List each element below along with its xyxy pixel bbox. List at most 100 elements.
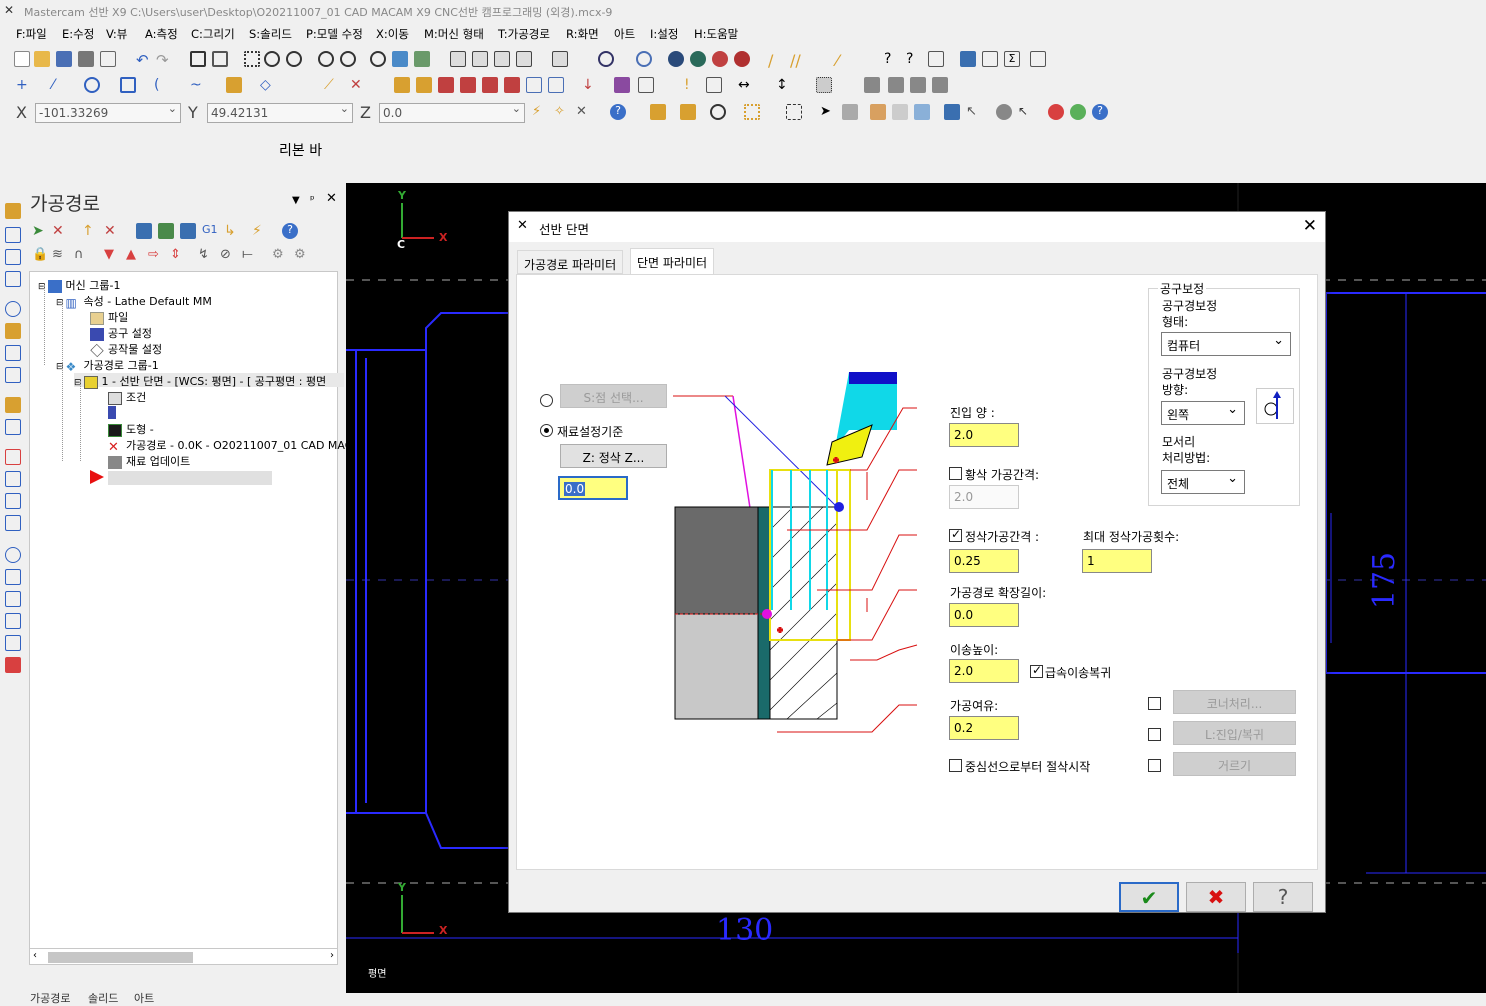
lead-inout-checkbox[interactable] — [1148, 728, 1161, 741]
tree-properties[interactable]: ⊟▥속성 - Lathe Default MM — [56, 295, 212, 310]
strip-tool-7-icon[interactable] — [5, 345, 21, 361]
view-icon[interactable] — [414, 51, 430, 67]
corner-break-button[interactable]: 코너처리... — [1173, 690, 1296, 714]
filter-button[interactable]: 거르기 — [1173, 752, 1296, 776]
array-icon[interactable] — [614, 77, 630, 93]
center-start-checkbox[interactable] — [949, 759, 962, 772]
globe-icon[interactable] — [598, 51, 614, 67]
list-icon[interactable] — [982, 51, 998, 67]
menu-edit[interactable]: E:수정 — [62, 27, 95, 41]
toggle-display-icon[interactable]: ≋ — [52, 247, 63, 262]
strip-tool-6-icon[interactable] — [5, 323, 21, 339]
menu-help[interactable]: H:도움말 — [694, 27, 739, 41]
pencil-icon[interactable]: / — [768, 51, 774, 70]
select-all-icon[interactable] — [650, 104, 666, 120]
hidden-icon[interactable] — [734, 51, 750, 67]
point-select-button[interactable]: S:점 선택... — [560, 384, 667, 408]
menu-analyze[interactable]: A:측정 — [145, 27, 178, 41]
lock-icon[interactable]: 🔒 — [32, 247, 49, 262]
tab-face-parameters[interactable]: 단면 파라미터 — [630, 248, 715, 276]
note-icon[interactable]: ! — [684, 77, 690, 93]
unzoom-icon[interactable] — [318, 51, 334, 67]
grid-icon[interactable] — [1030, 51, 1046, 67]
rough-step-input[interactable]: 2.0 — [949, 485, 1019, 509]
machine-icon-1[interactable] — [864, 77, 880, 93]
scroll-right-icon[interactable]: › — [330, 950, 334, 961]
strip-tool-18-icon[interactable] — [5, 613, 21, 629]
redo-icon[interactable]: ↷ — [156, 51, 169, 69]
machine-icon-4[interactable] — [932, 77, 948, 93]
line-icon[interactable]: ⁄ — [52, 77, 55, 93]
max-finish-passes-input[interactable]: 1 — [1082, 549, 1152, 573]
attribute-icon[interactable]: // — [790, 51, 801, 70]
post-icon[interactable]: ↳ — [224, 223, 236, 239]
menu-machine-type[interactable]: M:머신 형태 — [424, 27, 484, 41]
dynamic-rotate-icon[interactable] — [392, 51, 408, 67]
strip-tool-17-icon[interactable] — [5, 591, 21, 607]
help-icon[interactable]: ? — [610, 104, 626, 120]
view-front-icon[interactable] — [472, 51, 488, 67]
strip-tool-2-icon[interactable] — [5, 227, 21, 243]
dialog-close-icon[interactable]: ✕ — [1302, 216, 1317, 236]
zoom-icon[interactable] — [264, 51, 280, 67]
group-icon[interactable] — [996, 104, 1012, 120]
snap-icon[interactable]: ✕ — [576, 104, 587, 119]
shaded-icon[interactable] — [690, 51, 706, 67]
body-select-icon[interactable] — [892, 104, 908, 120]
tree-operation-1[interactable]: ⊟1 - 선반 단면 - [WCS: 평면] - [ 공구평면 : 평면 — [74, 373, 344, 389]
fit-icon[interactable] — [190, 51, 206, 67]
arc-icon[interactable]: ( — [154, 77, 160, 93]
pin-icon[interactable]: ᵖ — [310, 193, 315, 206]
machine-icon-3[interactable] — [910, 77, 926, 93]
strip-tool-20-icon[interactable] — [5, 657, 21, 673]
tree-toolpath[interactable]: ✕가공경로 - 0.0K - O20211007_01 CAD MAC — [108, 437, 352, 455]
retract-input[interactable]: 2.0 — [949, 659, 1019, 683]
verify-icon[interactable] — [158, 223, 174, 239]
strip-tool-9-icon[interactable] — [5, 397, 21, 413]
scale-icon[interactable] — [460, 77, 476, 93]
view-rotate-icon[interactable] — [552, 51, 568, 67]
select-invalid-ops-icon[interactable]: ✕ — [52, 223, 64, 239]
y-coord-input[interactable]: 49.42131 — [207, 102, 353, 123]
stretch-icon[interactable] — [526, 77, 542, 93]
regen-ops-icon[interactable]: ↑ — [82, 223, 94, 239]
panel-dropdown-icon[interactable]: ▼ — [292, 195, 300, 206]
menu-solids[interactable]: S:솔리드 — [249, 27, 292, 41]
tree-tool-settings[interactable]: 공구 설정 — [90, 325, 152, 341]
tree-toolpath-group[interactable]: ⊟❖가공경로 그룹-1 — [56, 359, 159, 374]
point-select-radio[interactable] — [540, 394, 553, 407]
pointer-icon[interactable]: ➤ — [820, 104, 831, 119]
zoom-window-icon[interactable] — [212, 51, 228, 67]
help-query-icon[interactable]: ? — [884, 51, 892, 67]
new-file-icon[interactable] — [14, 51, 30, 67]
circle-icon[interactable] — [84, 77, 100, 93]
delete-icon[interactable]: ✕ — [350, 77, 362, 93]
refresh-icon[interactable] — [710, 104, 726, 120]
save-icon[interactable] — [56, 51, 72, 67]
strip-tool-19-icon[interactable] — [5, 635, 21, 651]
options-icon[interactable]: ⚙ — [272, 247, 284, 262]
rough-step-checkbox[interactable] — [949, 467, 962, 480]
expand-icon[interactable]: ↯ — [198, 247, 209, 262]
finish-z-input[interactable]: 0.0 — [558, 476, 628, 500]
spline-icon[interactable]: ~ — [190, 77, 202, 93]
sum-icon[interactable]: Σ — [1004, 51, 1020, 67]
strip-tool-3-icon[interactable] — [5, 249, 21, 265]
shade-select-icon[interactable] — [944, 104, 960, 120]
shading-icon[interactable] — [636, 51, 652, 67]
wireframe-icon[interactable] — [668, 51, 684, 67]
offset-icon[interactable] — [482, 77, 498, 93]
move-up-icon[interactable]: ▲ — [126, 247, 136, 262]
stock-ref-radio[interactable] — [540, 424, 553, 437]
dimension-icon[interactable] — [706, 77, 722, 93]
trim-icon[interactable]: ⟋ — [324, 77, 334, 93]
vertical-dim-icon[interactable]: ↕ — [776, 77, 788, 93]
cancel-button[interactable]: ✖ — [1186, 882, 1246, 912]
edge-select-icon[interactable] — [914, 104, 930, 120]
zoom-selected-icon[interactable] — [286, 51, 302, 67]
view-iso-icon[interactable] — [516, 51, 532, 67]
strip-tool-4-icon[interactable] — [5, 271, 21, 287]
strip-tool-11-icon[interactable] — [5, 449, 21, 465]
highfeed-icon[interactable]: ⚡ — [252, 223, 262, 239]
xform-icon[interactable] — [394, 77, 410, 93]
